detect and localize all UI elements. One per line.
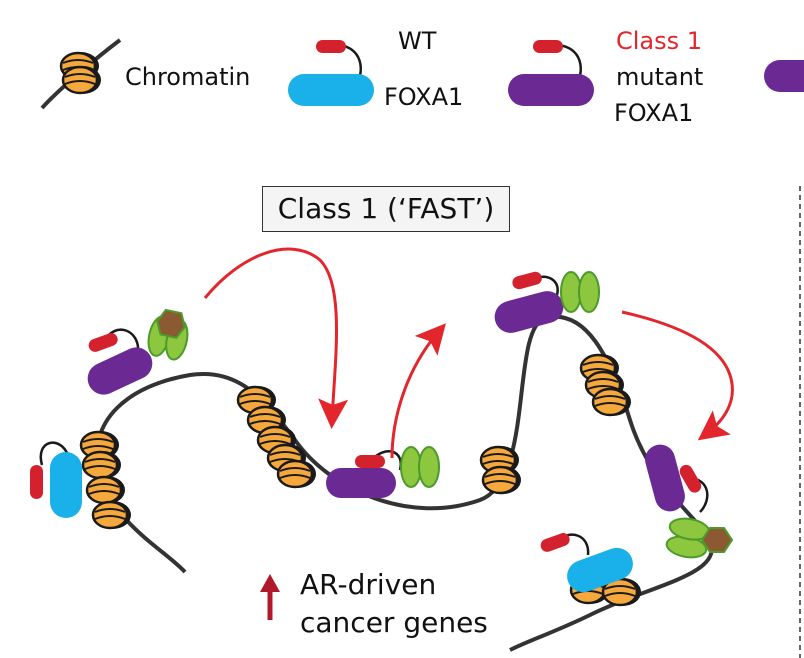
wt-foxa1-left (30, 441, 82, 518)
nucleosome-pair-center (479, 444, 523, 496)
legend-wt-foxa1-icon (288, 40, 374, 106)
legend-class1-label-line2: mutant (616, 63, 704, 91)
legend-class1-foxa1-icon (508, 40, 594, 106)
nucleosome-cluster-mid (236, 384, 318, 490)
legend-cutoff-foxa1-icon (764, 60, 804, 92)
panel-title: Class 1 (‘FAST’) (262, 186, 510, 232)
nucleosome-cluster-left (79, 429, 133, 531)
legend-chromatin-label: Chromatin (125, 63, 251, 91)
class1-foxa1-lower-right (645, 444, 709, 513)
outcome-line2: cancer genes (300, 606, 488, 639)
class1-foxa1-upper-left (87, 328, 153, 395)
androgen-ligand-lower-right (700, 527, 734, 553)
up-arrow-icon (260, 574, 280, 620)
androgen-receptor-upper-left (144, 308, 192, 363)
legend-class1-label-line3: FOXA1 (614, 99, 694, 127)
outcome-line1: AR-driven (300, 568, 437, 601)
legend-wt-label-line1: WT (398, 27, 437, 55)
red-arrow-1 (203, 247, 349, 429)
androgen-receptor-upper-right (560, 271, 600, 313)
red-arrow-2 (390, 323, 446, 459)
dna-strand (95, 314, 714, 652)
class1-foxa1-upper-right (494, 271, 564, 333)
red-arrow-3 (621, 310, 734, 441)
androgen-receptor-center (400, 446, 440, 488)
legend-class1-label-line1: Class 1 (616, 27, 703, 55)
wt-foxa1-bottom-right (540, 533, 633, 593)
legend-chromatin-icon (40, 38, 122, 110)
class1-foxa1-center (326, 450, 403, 498)
nucleosome-cluster-right (579, 352, 633, 418)
legend-wt-label-line2: FOXA1 (384, 83, 464, 111)
